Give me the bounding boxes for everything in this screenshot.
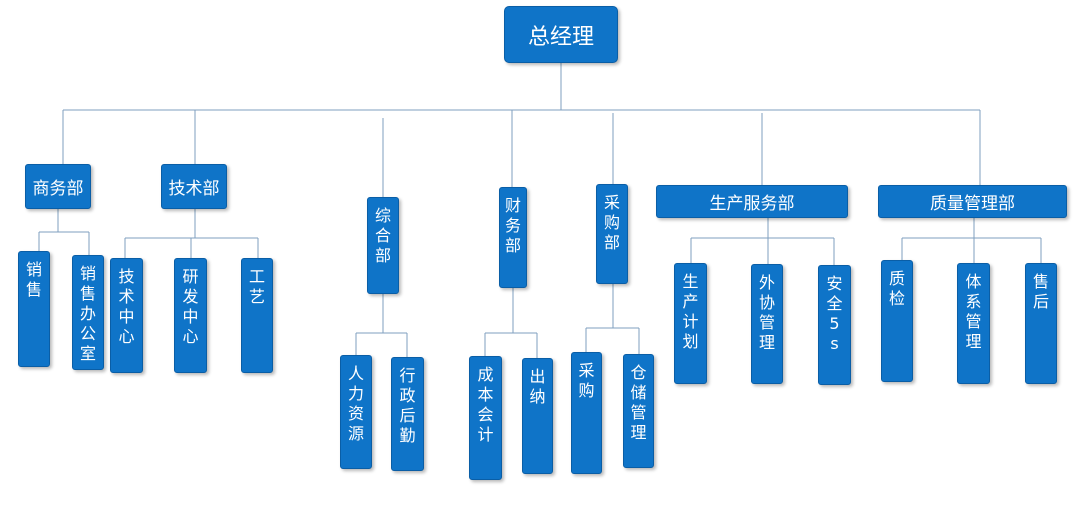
node-dept-business: 商务部 bbox=[25, 164, 91, 209]
node-safety-5s: 安全5s bbox=[818, 265, 851, 385]
node-dept-purchasing: 采购部 bbox=[596, 184, 628, 284]
node-dept-technology: 技术部 bbox=[161, 164, 227, 209]
node-admin-logistics: 行政后勤 bbox=[391, 357, 424, 471]
node-rnd-center: 研发中心 bbox=[174, 258, 207, 373]
node-dept-general-affairs: 综合部 bbox=[367, 197, 399, 294]
node-quality-inspection: 质检 bbox=[881, 260, 913, 382]
node-human-resources: 人力资源 bbox=[340, 355, 372, 469]
node-cashier: 出纳 bbox=[522, 358, 553, 474]
node-general-manager: 总经理 bbox=[504, 6, 618, 63]
node-cost-accounting: 成本会计 bbox=[469, 356, 502, 480]
node-process: 工艺 bbox=[241, 258, 273, 373]
node-dept-production-service: 生产服务部 bbox=[656, 185, 848, 218]
node-tech-center: 技术中心 bbox=[110, 258, 143, 373]
node-procurement: 采购 bbox=[571, 352, 602, 474]
node-sales-office: 销售办公室 bbox=[72, 255, 104, 370]
node-production-planning: 生产计划 bbox=[674, 263, 707, 384]
node-dept-quality: 质量管理部 bbox=[878, 185, 1067, 218]
node-sales: 销售 bbox=[18, 251, 50, 367]
node-system-management: 体系管理 bbox=[957, 263, 990, 384]
node-outsourcing-management: 外协管理 bbox=[751, 264, 783, 384]
node-warehouse-management: 仓储管理 bbox=[623, 354, 654, 468]
node-after-sales: 售后 bbox=[1025, 263, 1057, 384]
node-dept-finance: 财务部 bbox=[499, 187, 527, 288]
